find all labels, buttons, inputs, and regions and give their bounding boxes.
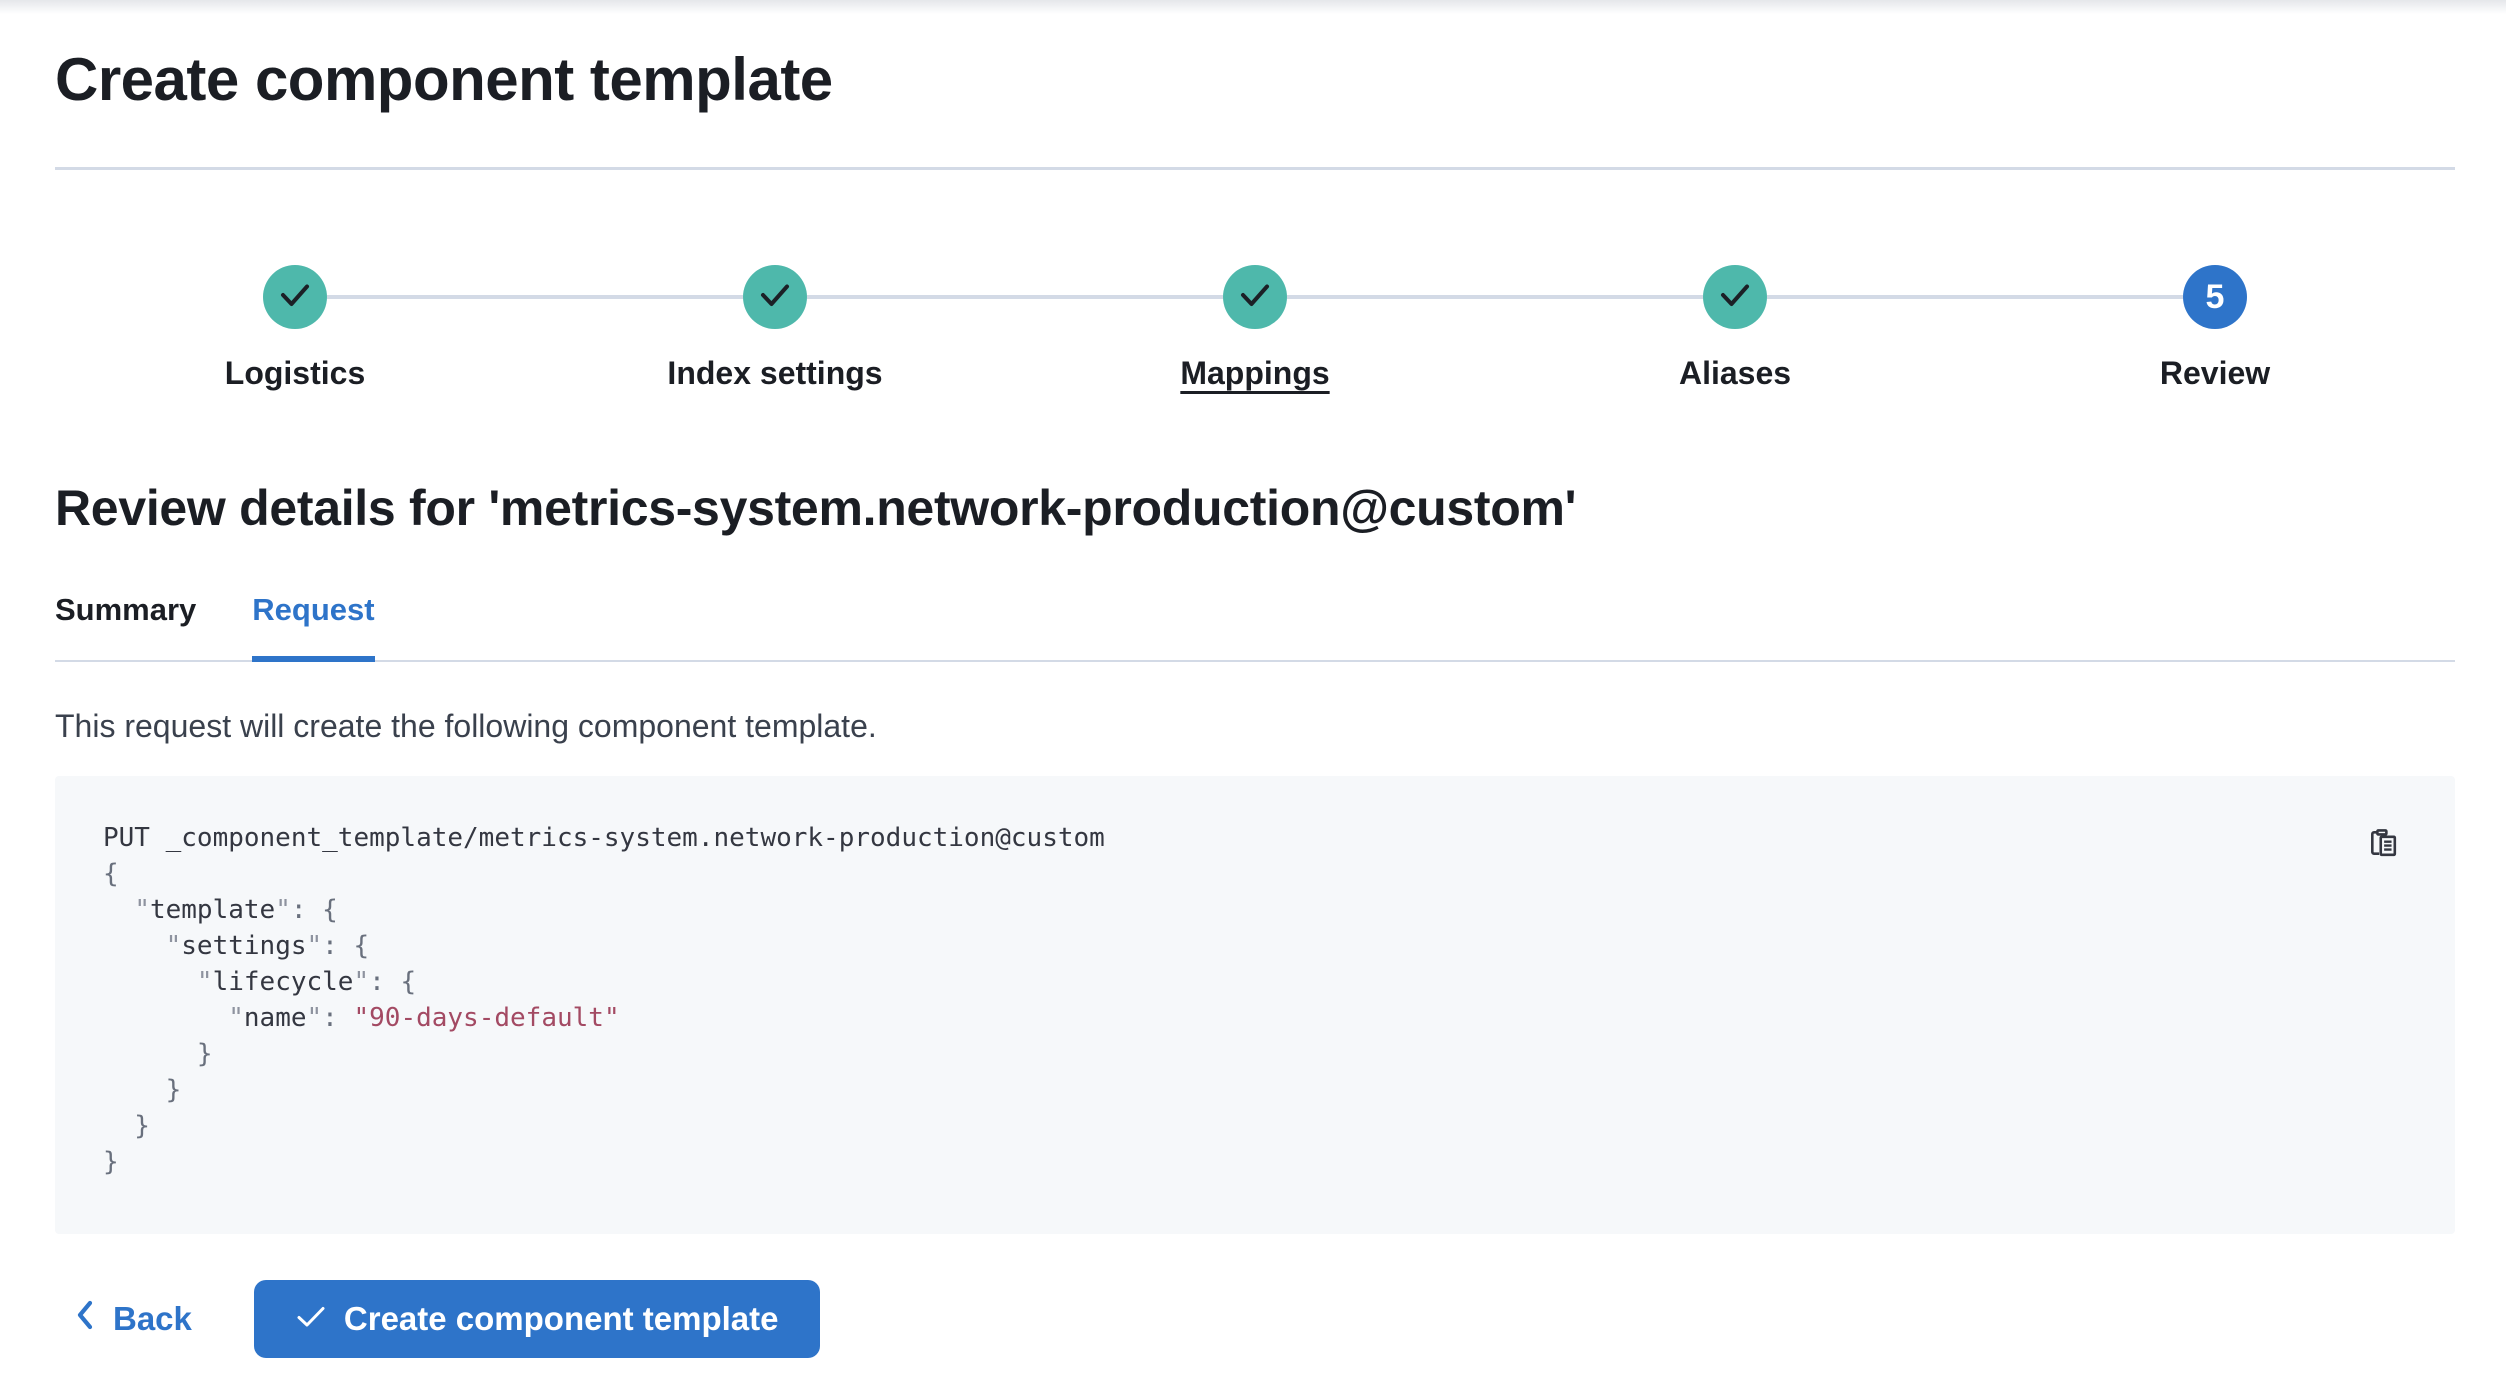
step-label[interactable]: Aliases <box>1678 355 1792 391</box>
step-connector <box>1767 295 1975 299</box>
step-connector <box>327 295 535 299</box>
copy-clipboard-icon <box>2365 825 2401 864</box>
step-label[interactable]: Mappings <box>1180 355 1330 391</box>
code-line: } <box>103 1039 213 1069</box>
tab-summary[interactable]: Summary <box>55 592 197 627</box>
code-line: } <box>103 1075 182 1105</box>
step-review[interactable]: 5 Review <box>1975 265 2455 393</box>
step-label[interactable]: Index settings <box>667 355 883 391</box>
step-connector <box>1495 295 1703 299</box>
wizard-stepper: Logistics Index settings <box>55 265 2455 393</box>
request-description: This request will create the following c… <box>55 708 877 744</box>
check-icon <box>760 283 790 312</box>
check-icon <box>296 1300 326 1338</box>
request-code: PUT _component_template/metrics-system.n… <box>103 820 2335 1180</box>
step-label[interactable]: Logistics <box>224 355 366 391</box>
check-icon <box>280 283 310 312</box>
code-line: "template": { <box>134 895 338 925</box>
step-connector <box>1287 295 1495 299</box>
step-connector <box>807 295 1015 299</box>
step-connector <box>1975 295 2183 299</box>
step-connector <box>2247 295 2455 299</box>
create-component-template-button[interactable]: Create component template <box>253 1280 821 1358</box>
step-complete-circle[interactable] <box>1703 265 1767 329</box>
step-aliases[interactable]: Aliases <box>1495 265 1975 393</box>
code-line: "lifecycle": { <box>196 967 417 997</box>
code-line: PUT _component_template/metrics-system.n… <box>103 823 1105 853</box>
code-line: "settings": { <box>165 931 370 961</box>
request-code-block: PUT _component_template/metrics-system.n… <box>55 776 2455 1234</box>
page-title: Create component template <box>55 46 833 113</box>
review-details-heading: Review details for 'metrics-system.netwo… <box>55 480 1577 536</box>
check-icon <box>1720 283 1750 312</box>
step-complete-circle[interactable] <box>1223 265 1287 329</box>
header-scroll-shadow <box>0 0 2506 14</box>
check-icon <box>1240 283 1270 312</box>
wizard-footer: Back Create component template <box>55 1280 2455 1358</box>
step-connector <box>1015 295 1223 299</box>
step-mappings[interactable]: Mappings <box>1015 265 1495 393</box>
step-index-settings[interactable]: Index settings <box>535 265 1015 393</box>
code-line: "name": "90-days-default" <box>228 1003 620 1033</box>
back-button-label: Back <box>113 1300 192 1337</box>
code-line: { <box>103 859 119 889</box>
step-complete-circle[interactable] <box>743 265 807 329</box>
back-button[interactable]: Back <box>73 1297 192 1341</box>
step-connector <box>55 295 263 299</box>
tab-request[interactable]: Request <box>252 590 375 662</box>
step-connector <box>535 295 743 299</box>
code-line: } <box>103 1147 119 1177</box>
copy-to-clipboard-button[interactable] <box>2363 824 2403 864</box>
review-tabs: Summary Request <box>55 590 2455 662</box>
step-complete-circle[interactable] <box>263 265 327 329</box>
step-label[interactable]: Review <box>2159 355 2271 391</box>
step-logistics[interactable]: Logistics <box>55 265 535 393</box>
step-current-circle[interactable]: 5 <box>2183 265 2247 329</box>
chevron-left-icon <box>73 1297 97 1341</box>
title-divider <box>55 167 2455 170</box>
code-line: } <box>103 1111 150 1141</box>
create-component-template-page: Create component template Logistics <box>0 43 2506 1358</box>
step-number: 5 <box>2205 277 2225 316</box>
create-button-label: Create component template <box>343 1300 779 1337</box>
